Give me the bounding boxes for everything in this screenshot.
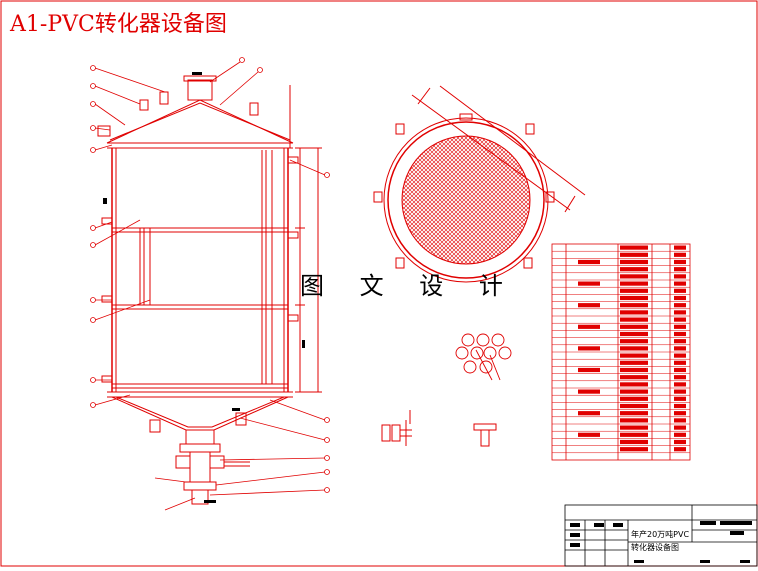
parts-list-cell-text (674, 411, 686, 416)
parts-list-cell-text (620, 418, 648, 423)
parts-list-cell-text (578, 367, 600, 373)
parts-list-cell-text (674, 353, 686, 358)
parts-list-cell-text (674, 245, 686, 250)
parts-list-cell-text (620, 360, 648, 365)
title-block-marks (570, 521, 752, 563)
parts-list-cell-text (620, 353, 648, 358)
parts-list-cell-text (674, 317, 686, 322)
parts-list-cell-text (578, 324, 600, 329)
parts-list-cell-text (620, 396, 648, 401)
parts-list-cell-text (620, 281, 648, 286)
parts-list-rows (552, 245, 690, 454)
vessel-plan-view (373, 85, 586, 283)
parts-list-cell-text (620, 339, 648, 344)
parts-list-cell-text (620, 425, 648, 430)
parts-list-cell-text (674, 389, 686, 394)
parts-list-cell-text (620, 439, 648, 445)
parts-list-cell-text (620, 252, 648, 257)
parts-list-cell-text (674, 447, 686, 452)
parts-list-cell-text (578, 346, 600, 351)
parts-list-cell-text (674, 396, 686, 401)
parts-list-cell-text (620, 288, 648, 293)
parts-list-cell-text (620, 324, 648, 329)
parts-list-cell-text (620, 367, 648, 373)
parts-list-cell-text (674, 310, 686, 315)
dimension-marks (103, 72, 305, 503)
parts-list-cell-text (674, 439, 686, 445)
parts-list-cell-text (674, 339, 686, 344)
parts-list-cell-text (674, 403, 686, 409)
parts-list-cell-text (620, 259, 648, 265)
parts-list-cell-text (620, 432, 648, 437)
parts-list-cell-text (578, 281, 600, 286)
parts-list-cell-text (620, 267, 648, 272)
parts-list-cell-text (620, 303, 648, 308)
parts-list-cell-text (674, 331, 686, 337)
parts-list-cell-text (674, 418, 686, 423)
parts-list-cell-text (674, 382, 686, 387)
parts-list-cell-text (674, 295, 686, 301)
parts-list-cell-text (674, 267, 686, 272)
support-detail (381, 410, 412, 446)
parts-list-cell-text (674, 432, 686, 437)
parts-list-cell-text (620, 331, 648, 337)
parts-list-cell-text (674, 303, 686, 308)
parts-list-cell-text (674, 281, 686, 286)
parts-list-cell-text (578, 389, 600, 394)
parts-list-cell-text (674, 274, 686, 279)
parts-list-cell-text (620, 447, 648, 452)
callout-balloons (90, 57, 330, 493)
parts-list-cell-text (620, 375, 648, 380)
parts-list-cell-text (620, 346, 648, 351)
parts-list-cell-text (674, 346, 686, 351)
title-block-name-line1: 年产20万吨PVC (631, 530, 690, 539)
parts-list-cell-text (674, 367, 686, 373)
tube-arrangement-detail (455, 333, 512, 381)
t-support-detail (473, 423, 497, 447)
parts-list-cell-text (620, 317, 648, 322)
parts-list-cell-text (674, 360, 686, 365)
parts-list-cell-text (578, 411, 600, 416)
parts-list-cell-text (674, 324, 686, 329)
watermark-text: 图 文 设 计 (300, 272, 517, 300)
parts-list-cell-text (620, 411, 648, 416)
title-block-name-line2: 转化器设备图 (631, 543, 679, 552)
parts-list-cell-text (620, 245, 648, 250)
parts-list-cell-text (578, 432, 600, 437)
parts-list-cell-text (620, 382, 648, 387)
parts-list-cell-text (578, 303, 600, 308)
parts-list-cell-text (674, 259, 686, 265)
parts-list-cell-text (620, 274, 648, 279)
parts-list-cell-text (674, 288, 686, 293)
parts-list-cell-text (620, 310, 648, 315)
parts-list-cell-text (674, 375, 686, 380)
vessel-elevation (97, 75, 322, 505)
parts-list-cell-text (620, 403, 648, 409)
parts-list-cell-text (674, 425, 686, 430)
parts-list-cell-text (620, 389, 648, 394)
parts-list-cell-text (620, 295, 648, 301)
parts-list-cell-text (674, 252, 686, 257)
parts-list-cell-text (578, 259, 600, 265)
drawing-title: A1-PVC转化器设备图 (10, 12, 227, 37)
title-block (564, 504, 758, 567)
callouts (94, 61, 326, 511)
